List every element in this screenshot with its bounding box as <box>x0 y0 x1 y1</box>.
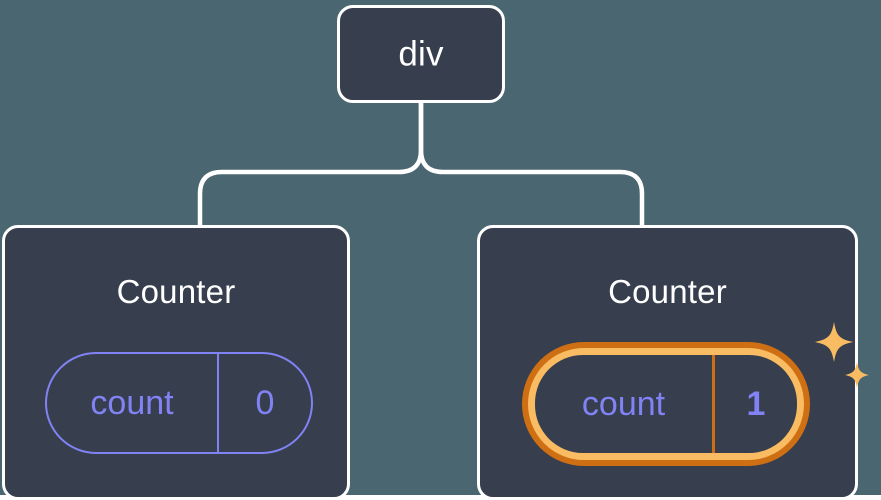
counter-right-state-value: 1 <box>746 385 766 423</box>
counter-right-state-pill[interactable]: count 1 <box>522 342 810 466</box>
sparkle-large-icon <box>815 322 853 362</box>
counter-right-state-key: count <box>535 355 715 453</box>
counter-right-pill-inner: count 1 <box>535 355 797 453</box>
node-counter-right[interactable]: Counter count 1 <box>477 225 869 500</box>
node-div[interactable]: div <box>337 5 505 103</box>
counter-left-state-key: count <box>47 354 219 452</box>
node-counter-left[interactable]: Counter count 0 <box>2 225 350 500</box>
counter-right-title: Counter <box>608 273 727 310</box>
counter-left-state-pill[interactable]: count 0 <box>45 352 313 454</box>
node-div-label: div <box>398 34 444 74</box>
counter-left-title: Counter <box>116 273 236 310</box>
counter-left-state-value: 0 <box>255 384 275 422</box>
